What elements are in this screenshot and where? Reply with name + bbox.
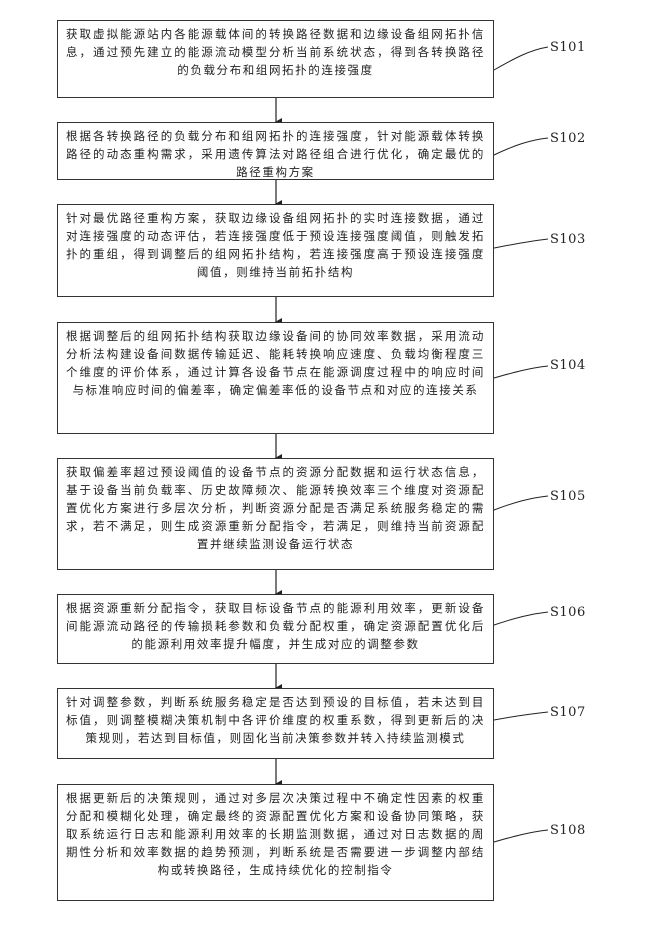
label-leader: [494, 239, 548, 248]
step-box-s103: 针对最优路径重构方案，获取边缘设备组网拓扑的实时连接数据，通过对连接强度的动态评…: [57, 204, 494, 297]
label-leader: [494, 612, 548, 625]
step-label-s107: S107: [550, 705, 586, 720]
step-label-s104: S104: [550, 358, 586, 373]
step-label-s101: S101: [550, 40, 586, 55]
step-box-s107: 针对调整参数，判断系统服务稳定是否达到预设的目标值，若未达到目标值，则调整模糊决…: [57, 688, 494, 759]
label-leader: [494, 138, 548, 155]
step-label-s105: S105: [550, 489, 586, 504]
step-box-s101: 获取虚拟能源站内各能源载体间的转换路径数据和边缘设备组网拓扑信息，通过预先建立的…: [57, 20, 494, 98]
step-label-s108: S108: [550, 823, 586, 838]
step-box-s105: 获取偏差率超过预设阈值的设备节点的资源分配数据和运行状态信息，基于设备当前负载率…: [57, 458, 494, 570]
step-box-s106: 根据资源重新分配指令，获取目标设备节点的能源利用效率，更新设备间能源流动路径的传…: [57, 594, 494, 664]
label-leader: [494, 496, 548, 510]
step-label-s103: S103: [550, 232, 586, 247]
label-leader: [494, 366, 548, 378]
label-leader: [494, 47, 548, 70]
step-box-s108: 根据更新后的决策规则，通过对多层次决策过程中不确定性因素的权重分配和模糊化处理，…: [57, 784, 494, 901]
step-label-s102: S102: [550, 131, 586, 146]
label-leader: [494, 830, 548, 842]
label-leader: [494, 712, 548, 720]
step-label-s106: S106: [550, 605, 586, 620]
step-box-s104: 根据调整后的组网拓扑结构获取边缘设备间的协同效率数据，采用流动分析法构建设备间数…: [57, 322, 494, 434]
step-box-s102: 根据各转换路径的负载分布和组网拓扑的连接强度，针对能源载体转换路径的动态重构需求…: [57, 122, 494, 180]
